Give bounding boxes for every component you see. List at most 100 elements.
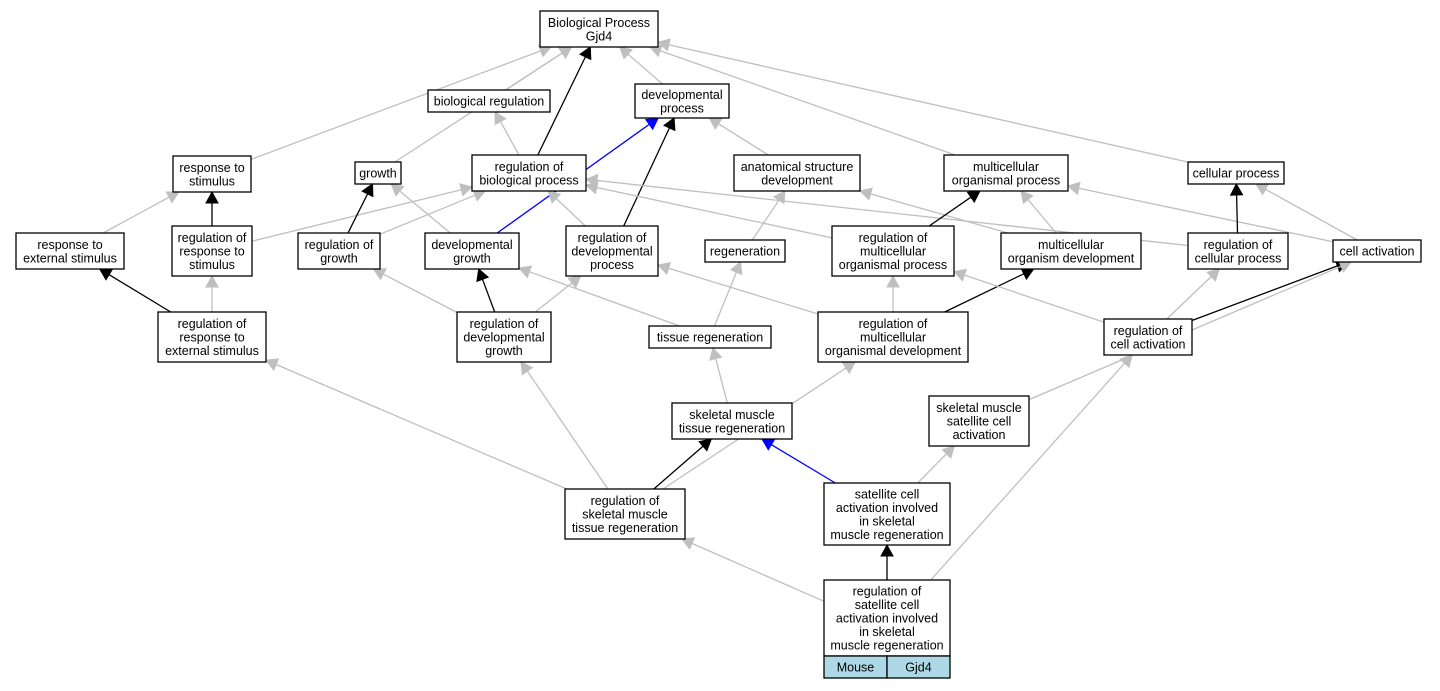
annotation-cell <box>886 655 951 679</box>
edge-line <box>718 123 769 156</box>
node-label-line: Gjd4 <box>586 29 612 43</box>
node-label-line: muscle regeneration <box>830 639 943 653</box>
edge-reg_cellact-to-reg_mcop <box>953 268 1105 323</box>
node-box <box>1103 318 1193 356</box>
node-label-line: tissue regeneration <box>657 331 763 345</box>
node-label-line: activation involved <box>836 612 938 626</box>
node-box <box>157 311 267 363</box>
edge-arrowhead <box>656 38 671 52</box>
edge-reg_devgrowth-to-reg_growth <box>372 268 458 314</box>
edge-line <box>481 279 496 313</box>
edge-arrowhead <box>619 46 633 60</box>
node-label-line: external stimulus <box>23 251 117 265</box>
edge-line <box>1078 187 1334 243</box>
node-label-line: process <box>660 101 704 115</box>
edge-cellact-to-cellproc <box>1254 183 1358 241</box>
edge-line <box>1265 188 1358 241</box>
node-label-line: in skeletal <box>859 625 915 639</box>
edge-arrowhead <box>708 117 723 130</box>
edge-arrowhead <box>966 190 981 204</box>
edge-line <box>627 53 663 85</box>
edge-line <box>928 196 972 227</box>
node-label-line: development <box>761 173 833 187</box>
node-label-line: anatomical structure <box>741 160 854 174</box>
edge-line <box>534 282 573 313</box>
node-label-line: organism development <box>1008 251 1135 265</box>
node-box <box>171 225 253 277</box>
edge-arrowhead <box>476 268 490 283</box>
node-label-line: tissue regeneration <box>679 421 785 435</box>
edge-arrowhead <box>205 190 219 204</box>
node-label-line: response to <box>179 331 244 345</box>
go-term-node-cellact[interactable]: cell activation <box>1332 239 1422 263</box>
edge-reg_devgrowth-to-devgrowth <box>476 268 496 313</box>
node-label-line: growth <box>485 344 523 358</box>
edge-reg_resp-to-resp_stim <box>205 190 219 226</box>
node-box <box>456 311 552 363</box>
species-label: Mouse <box>837 661 875 675</box>
edge-line <box>537 56 586 156</box>
edge-mcdev-to-mcop <box>1020 190 1057 234</box>
node-label-line: activation involved <box>836 501 938 515</box>
node-label-line: skeletal muscle <box>689 408 774 422</box>
node-label-line: stimulus <box>189 258 235 272</box>
node-label-line: cellular process <box>1195 251 1282 265</box>
node-box <box>648 325 772 349</box>
node-box <box>1332 239 1422 263</box>
edge-line <box>399 190 451 234</box>
edge-line <box>347 193 369 234</box>
node-label-line: regulation of <box>495 160 564 174</box>
edge-line <box>944 273 1025 313</box>
go-term-node-tisregen[interactable]: tissue regeneration <box>648 325 772 349</box>
edge-reg_devproc-to-reg_bio <box>547 190 586 227</box>
node-label-line: organismal process <box>952 173 1060 187</box>
edge-arrowhead <box>656 261 672 275</box>
edge-arrowhead <box>644 117 660 131</box>
edge-arrowhead <box>1229 182 1244 196</box>
node-label-line: biological process <box>479 173 578 187</box>
edge-reg_resp_ext-to-resp_ext <box>98 268 172 313</box>
go-term-node-regen[interactable]: regeneration <box>704 239 786 263</box>
edge-line <box>275 363 567 490</box>
node-box <box>928 395 1030 447</box>
go-term-node-bioreg[interactable]: biological regulation <box>427 89 551 113</box>
edge-line <box>668 44 1189 163</box>
edge-anat-to-devproc <box>708 117 769 156</box>
edge-reg_skm-to-reg_devgrowth <box>520 361 609 490</box>
node-label-line: response to <box>37 238 102 252</box>
edge-arrowhead <box>520 361 534 376</box>
node-label-line: cell activation <box>1110 337 1185 351</box>
edge-arrowhead <box>681 537 696 550</box>
node-label-line: multicellular <box>973 160 1039 174</box>
node-label-line: skeletal muscle <box>582 508 667 522</box>
edge-reg_skm-to-skm_regen <box>653 438 713 490</box>
edge-cellact-to-mcop <box>1066 181 1334 243</box>
edge-arrowhead <box>547 190 562 204</box>
go-term-node-growth[interactable]: growth <box>354 161 402 185</box>
go-term-node-cellproc[interactable]: cellular process <box>1187 161 1285 185</box>
